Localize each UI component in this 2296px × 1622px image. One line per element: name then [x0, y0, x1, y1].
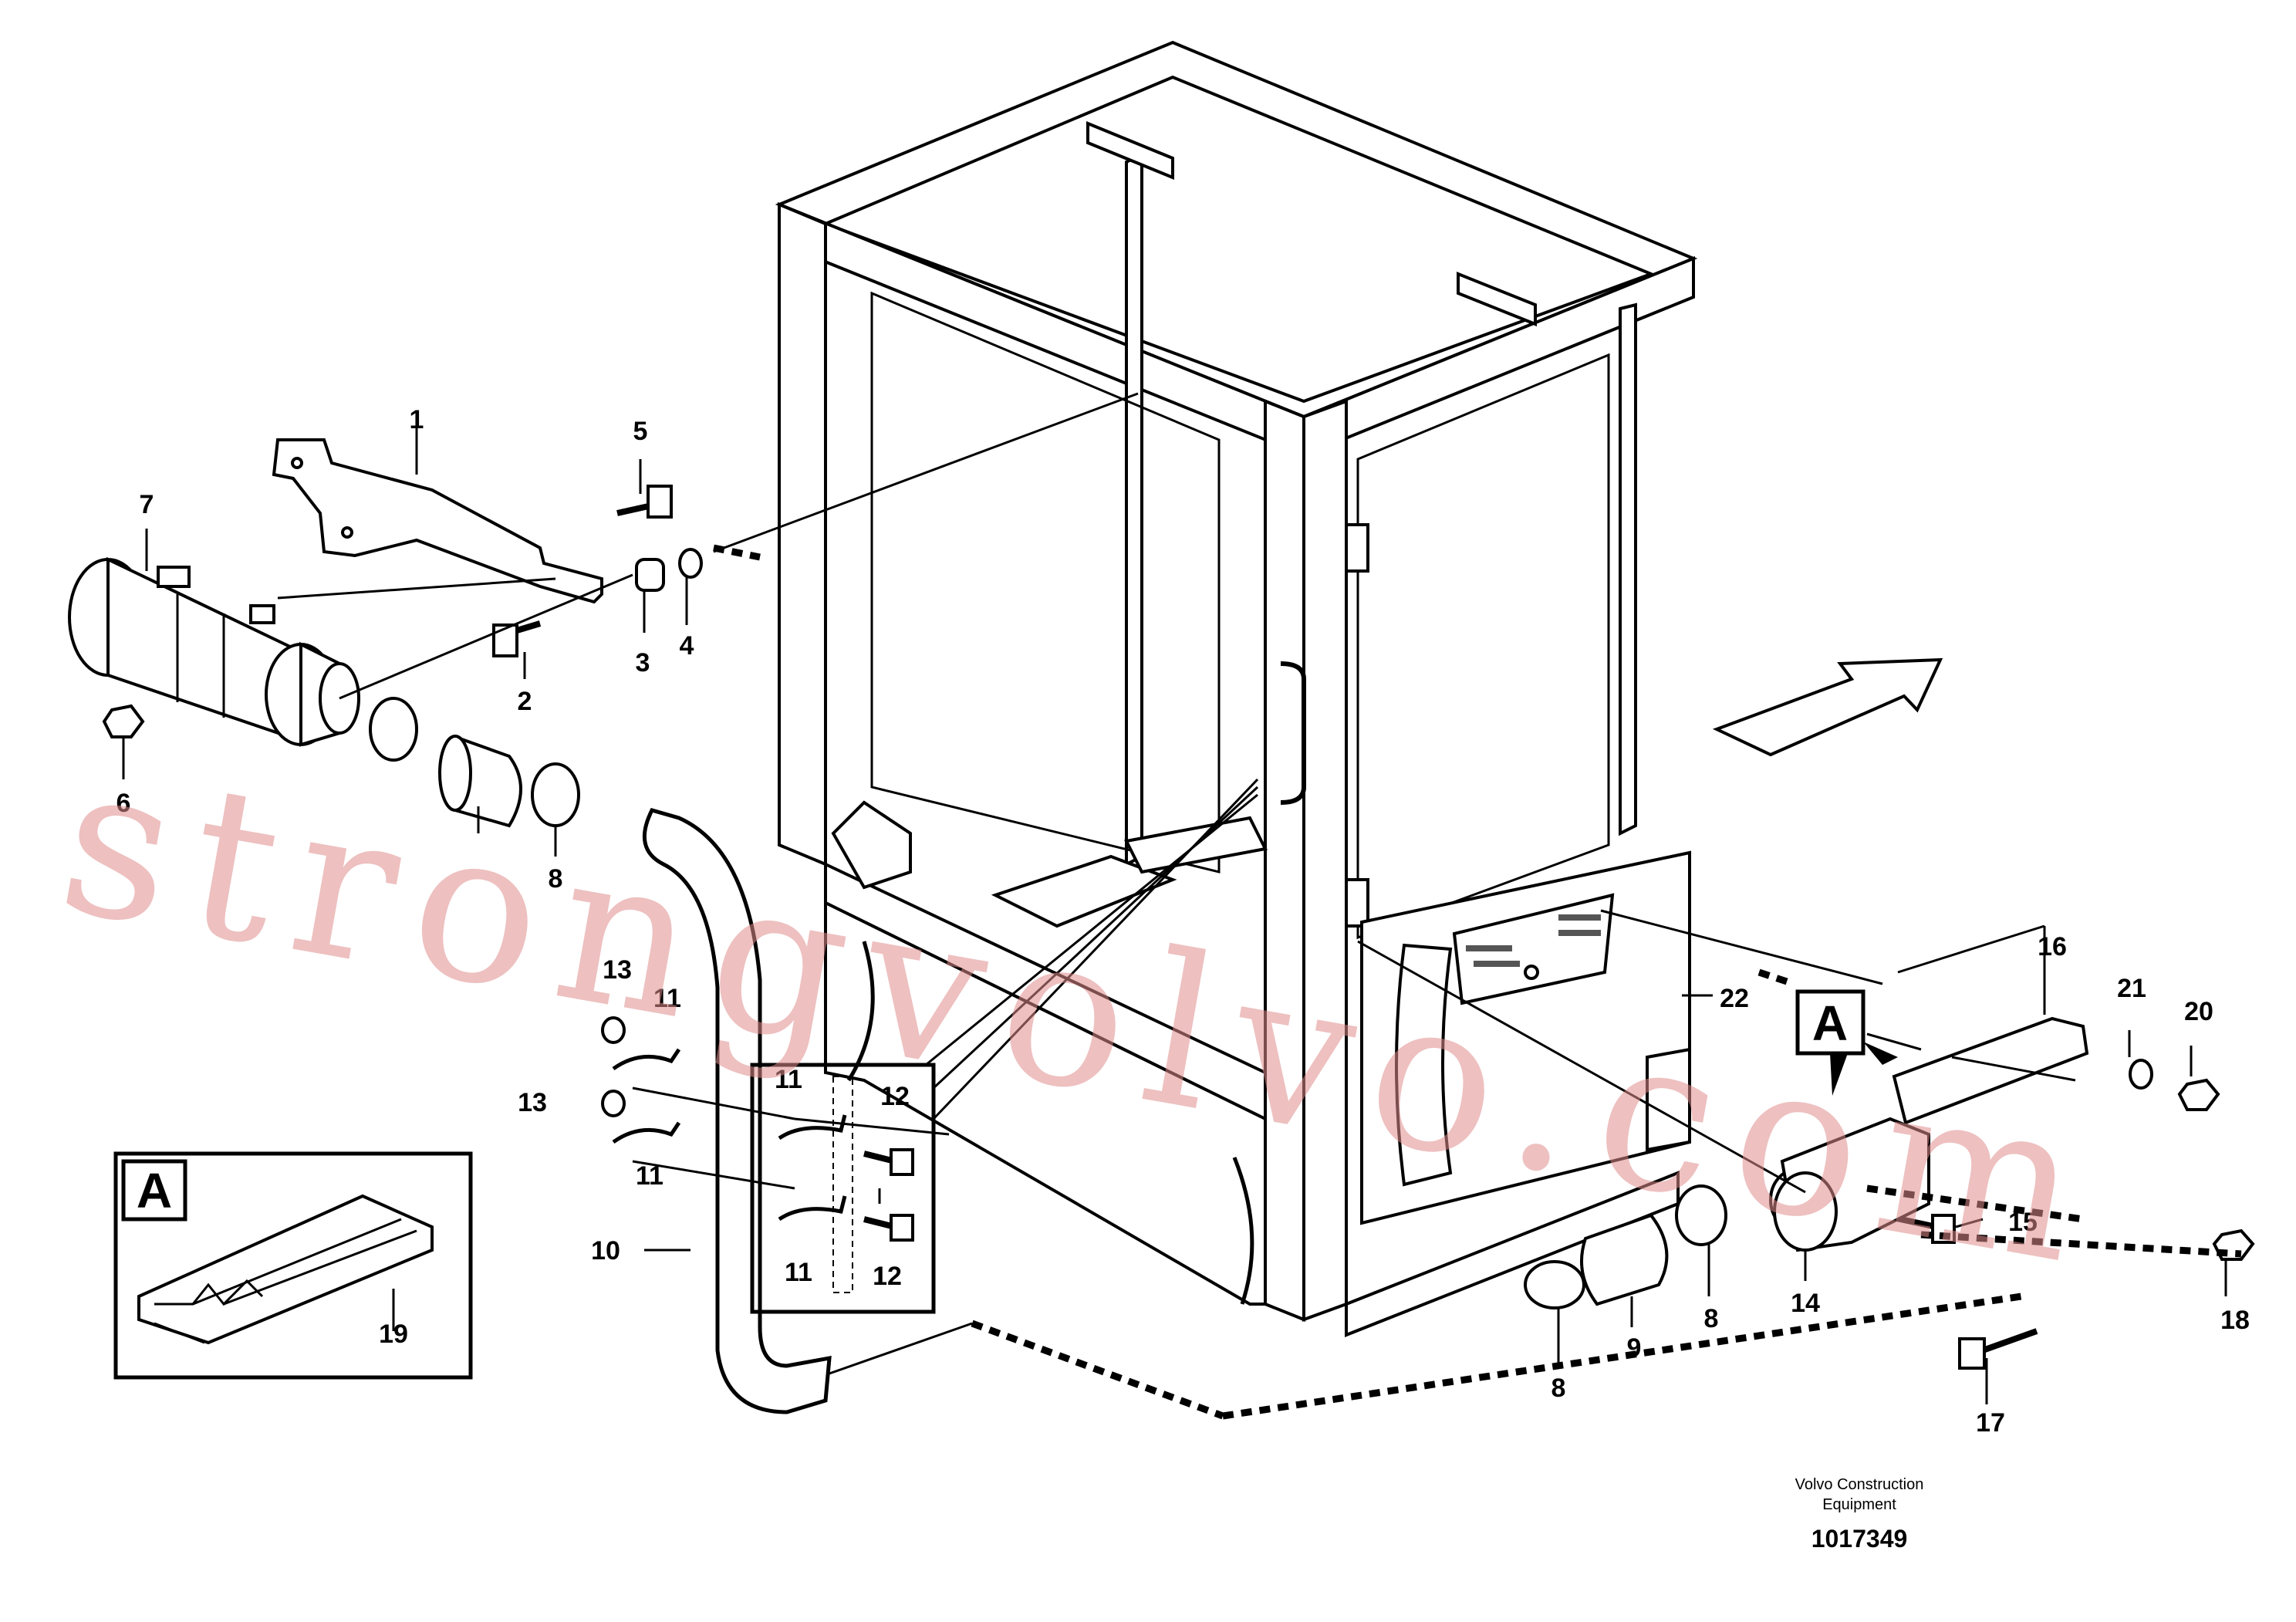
label-21: 21 — [2117, 974, 2146, 1003]
label-6: 6 — [116, 789, 131, 818]
rubber-strip-part-19 — [137, 1194, 434, 1345]
label-18: 18 — [2220, 1306, 2250, 1335]
label-11a: 11 — [653, 984, 681, 1013]
label-16: 16 — [2038, 932, 2067, 961]
label-14: 14 — [1791, 1289, 1820, 1318]
label-11d: 11 — [785, 1258, 812, 1287]
label-3: 3 — [636, 648, 650, 678]
label-13b: 13 — [518, 1088, 547, 1117]
document-number: 1017349 — [1811, 1525, 1908, 1553]
detail-a-tag: A — [137, 1163, 172, 1218]
label-19: 19 — [379, 1320, 408, 1349]
label-8c: 8 — [1704, 1304, 1719, 1333]
label-8a: 8 — [549, 864, 563, 894]
label-11b: 11 — [636, 1161, 663, 1191]
detail-a-tag-frame — [121, 1159, 187, 1222]
callout-a-pointer-2 — [1863, 1042, 1898, 1065]
label-7: 7 — [140, 490, 154, 519]
label-9: 9 — [1627, 1333, 1642, 1363]
fasteners — [102, 485, 2255, 1370]
credit-line-2: Equipment — [1822, 1496, 1896, 1513]
air-filter-part-7 — [68, 556, 360, 747]
credit-line-1: Volvo Construction — [1795, 1476, 1924, 1493]
label-12b: 12 — [873, 1262, 902, 1291]
label-22: 22 — [1720, 984, 1749, 1013]
callout-a-pointer — [1830, 1053, 1848, 1096]
bracket-part-1 — [272, 438, 603, 604]
label-17: 17 — [1976, 1408, 2005, 1438]
rail-part-16 — [1892, 1016, 2089, 1125]
cab-frame — [775, 40, 1698, 1337]
label-20: 20 — [2184, 997, 2213, 1026]
label-12a: 12 — [880, 1082, 910, 1111]
label-11c: 11 — [775, 1065, 802, 1094]
callout-a-tag: A — [1812, 995, 1848, 1051]
label-10: 10 — [591, 1236, 620, 1265]
label-8b: 8 — [1551, 1374, 1566, 1403]
hose-part-10 — [642, 808, 832, 1414]
label-15: 15 — [2008, 1208, 2038, 1237]
detail-a-box — [113, 1151, 473, 1380]
direction-arrow — [1712, 657, 1943, 757]
heater-unit — [1360, 850, 1691, 1225]
air-duct-part-14 — [1773, 1117, 1930, 1252]
label-2: 2 — [518, 687, 532, 716]
callout-a-frame — [1795, 989, 1866, 1056]
label-13a: 13 — [603, 955, 632, 985]
inset-detail-box — [750, 1063, 936, 1314]
hose-clamps — [369, 697, 1826, 1309]
label-4: 4 — [680, 631, 694, 661]
leader-lines — [122, 392, 2227, 1404]
label-1: 1 — [410, 405, 424, 434]
inset-contents — [778, 1076, 914, 1293]
label-5: 5 — [633, 417, 648, 446]
dashed-routing-lines — [713, 544, 2242, 1420]
